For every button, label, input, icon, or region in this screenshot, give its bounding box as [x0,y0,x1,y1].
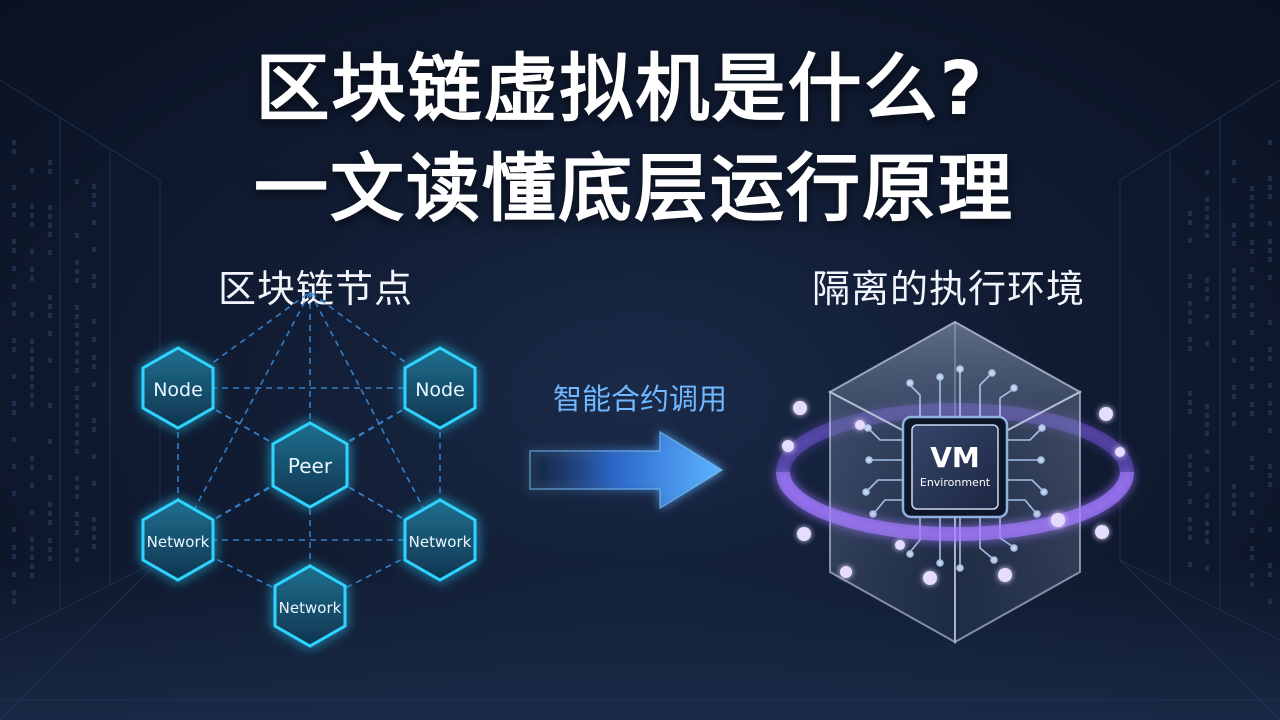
node-bottom: Network [273,564,347,648]
vm-chip-subtitle: Environment [920,476,991,489]
node-label: Network [409,533,472,551]
smart-contract-call-label: 智能合约调用 [553,382,728,416]
vm-chip-title: VM [930,441,980,474]
node-center: Peer [271,421,349,509]
node-mid-right: Network [403,498,477,582]
title-line-1: 区块链虚拟机是什么? [255,46,985,132]
vm-chip: VM Environment [901,415,1009,519]
node-top-right: Node [403,346,477,430]
node-top-left: Node [141,346,215,430]
orbit-particles [782,401,1125,585]
node-label: Network [147,533,210,551]
node-label: Node [153,379,203,401]
node-label: Network [279,599,342,617]
blockchain-nodes-label: 区块链节点 [218,267,414,311]
orbit-ring-front [776,471,1134,541]
isolated-env-label: 隔离的执行环境 [812,267,1086,311]
title-line-2: 一文读懂底层运行原理 [254,146,1014,232]
arrow-right-icon [529,430,724,510]
node-label: Node [415,379,465,401]
node-label: Peer [288,454,333,478]
circuit-traces [862,365,1048,572]
node-mid-left: Network [141,498,215,582]
